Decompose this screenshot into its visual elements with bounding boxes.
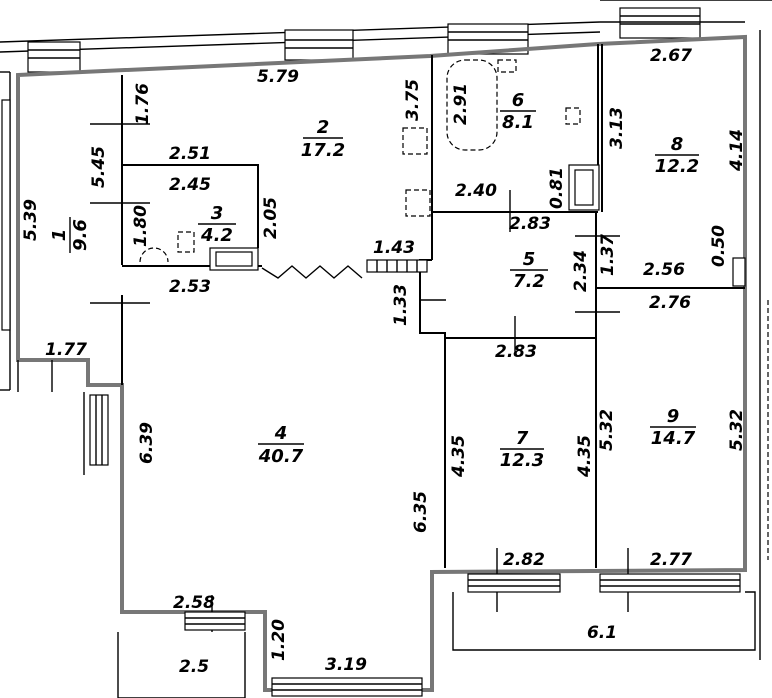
bathtub xyxy=(446,59,498,151)
room-5: 5 7.2 xyxy=(510,249,548,292)
bottom-window xyxy=(271,677,423,697)
window xyxy=(284,29,354,61)
dim-label: 1.77 xyxy=(45,340,87,360)
dim-label: 2.56 xyxy=(643,260,685,280)
dim-label: 1.33 xyxy=(391,284,411,326)
interior-walls xyxy=(121,44,745,568)
dim-label: 2.51 xyxy=(169,144,211,164)
dim-label: 3.75 xyxy=(403,79,423,121)
room-number: 1 xyxy=(49,229,70,242)
dim-label: 5.32 xyxy=(597,409,617,451)
dim-label: 2.40 xyxy=(455,181,497,201)
dimension-ticks xyxy=(17,123,629,632)
window xyxy=(27,41,81,73)
room-7: 7 12.3 xyxy=(500,428,544,471)
room-1: 1 9.6 xyxy=(49,217,91,253)
partition-zigzag xyxy=(261,265,363,279)
room-number: 4 xyxy=(274,423,288,444)
dim-label: 5.45 xyxy=(89,146,109,188)
balcony-bottom-left xyxy=(117,611,246,698)
room-3: 3 4.2 xyxy=(198,203,236,246)
room-area: 9.6 xyxy=(70,219,91,251)
room-area: 7.2 xyxy=(513,271,545,292)
room-2: 2 17.2 xyxy=(301,117,345,161)
dim-label: 1.80 xyxy=(131,205,151,247)
room-4: 4 40.7 xyxy=(258,423,304,467)
sink-kitchen xyxy=(405,189,431,217)
dim-label: 2.83 xyxy=(495,342,537,362)
room-area: 12.2 xyxy=(655,156,699,177)
dim-label: 3.19 xyxy=(325,655,367,675)
room-number: 5 xyxy=(523,249,536,270)
sink xyxy=(565,107,581,125)
dim-label: 2.53 xyxy=(169,277,211,297)
room-area: 8.1 xyxy=(502,112,534,133)
shaft xyxy=(209,247,259,271)
dim-label: 2.77 xyxy=(650,550,692,570)
exterior-wall xyxy=(16,34,747,692)
dim-label: 1.43 xyxy=(373,238,415,258)
basin xyxy=(139,247,169,263)
shaft xyxy=(568,164,600,211)
dim-label: 1.20 xyxy=(269,619,289,661)
balcony-bottom-right xyxy=(452,573,756,651)
dim-label: 2.34 xyxy=(571,250,591,292)
room-area: 4.2 xyxy=(200,225,233,246)
dim-label: 6.35 xyxy=(411,491,431,533)
room-9: 9 14.7 xyxy=(650,406,696,449)
room-number: 7 xyxy=(516,428,529,449)
toilet xyxy=(497,59,517,73)
dim-label: 1.76 xyxy=(133,83,153,125)
dim-label: 6.39 xyxy=(137,422,157,464)
radiator xyxy=(366,259,428,273)
dim-label: 2.82 xyxy=(503,550,545,570)
room-number: 9 xyxy=(667,406,680,427)
dimension-labels: 5.79 2.51 2.45 1.43 2.53 1.77 2.58 3.19 … xyxy=(45,46,692,677)
room-number: 2 xyxy=(317,117,330,138)
shaft xyxy=(732,257,746,287)
dim-label: 2.5 xyxy=(179,657,209,677)
right-facade xyxy=(759,30,769,660)
window xyxy=(619,7,701,39)
dim-label: 2.83 xyxy=(509,214,551,234)
dim-label: 2.91 xyxy=(451,83,471,125)
dim-label: 5.39 xyxy=(21,199,41,241)
dim-label: 4.35 xyxy=(449,435,469,478)
room-area: 12.3 xyxy=(500,450,544,471)
dim-label: 4.14 xyxy=(727,129,747,172)
room-area: 40.7 xyxy=(258,446,304,467)
dim-label: 2.05 xyxy=(261,197,281,239)
room-number: 6 xyxy=(512,90,525,111)
room-number: 3 xyxy=(211,203,224,224)
room-6: 6 8.1 xyxy=(500,90,536,133)
dim-label: 5.79 xyxy=(257,67,299,87)
dim-label: 4.35 xyxy=(575,435,595,478)
room-number: 8 xyxy=(671,134,684,155)
room-8: 8 12.2 xyxy=(655,134,699,177)
dim-label: 6.1 xyxy=(587,623,617,643)
dim-label: 1.37 xyxy=(598,234,618,276)
room-area: 14.7 xyxy=(651,428,696,449)
dim-label: 0.81 xyxy=(547,167,567,209)
toilet-small xyxy=(177,231,195,253)
stove xyxy=(402,127,428,155)
dim-label: 3.13 xyxy=(607,107,627,149)
left-window xyxy=(83,392,109,475)
dim-label: 5.32 xyxy=(727,409,747,451)
dim-label: 2.76 xyxy=(649,293,691,313)
left-facade xyxy=(0,71,11,391)
dim-label: 2.58 xyxy=(173,593,215,613)
vertical-dimension-labels: 3.75 1.76 5.45 5.39 1.80 2.05 1.33 6.39 … xyxy=(21,79,747,661)
dim-label: 2.45 xyxy=(169,175,211,195)
room-area: 17.2 xyxy=(301,140,345,161)
dim-label: 0.50 xyxy=(709,225,729,267)
dim-label: 2.67 xyxy=(650,46,692,66)
